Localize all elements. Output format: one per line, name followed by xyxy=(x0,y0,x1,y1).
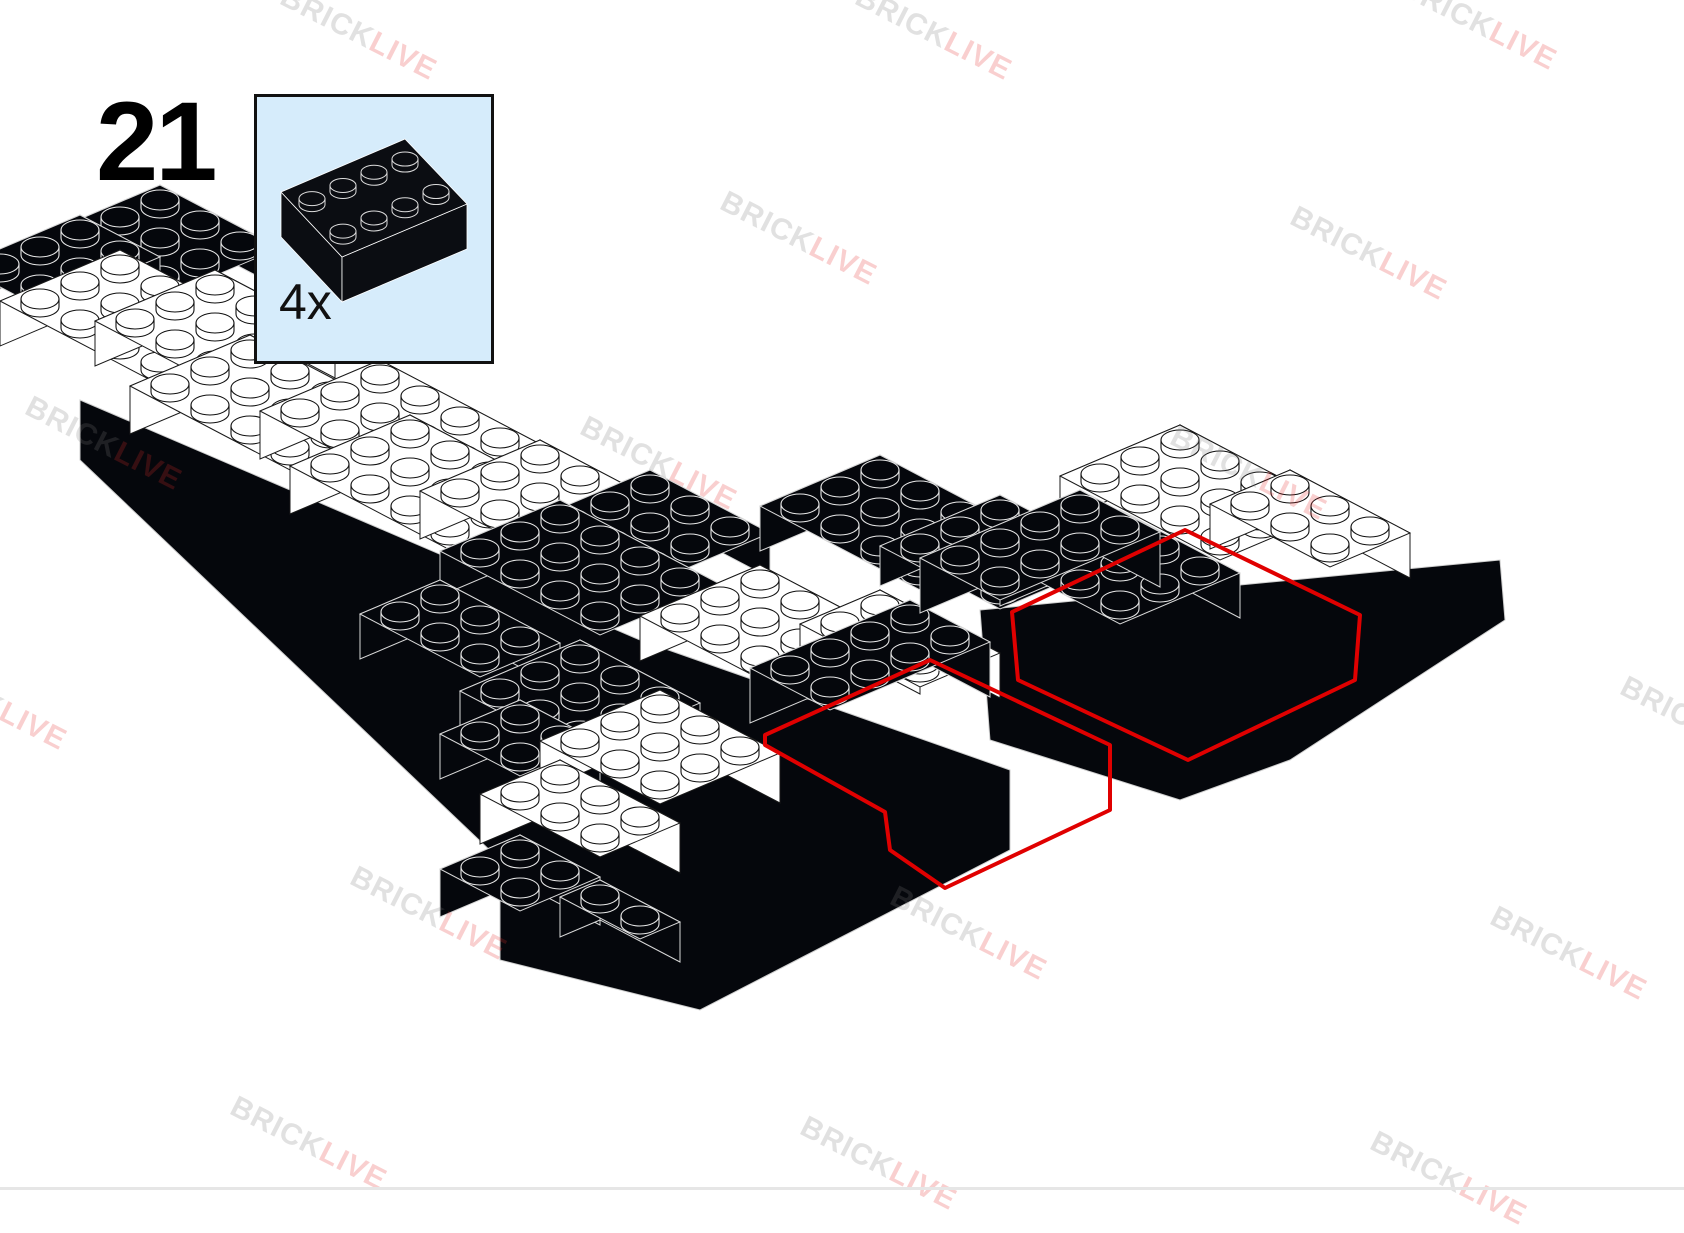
brick-2x4-icon xyxy=(280,138,468,304)
model-assembly-illustration xyxy=(0,184,1506,1011)
part-quantity: 4x xyxy=(279,274,332,330)
bottom-rule xyxy=(0,1187,1684,1190)
new-parts-highlight xyxy=(748,489,1362,890)
parts-callout: 4x xyxy=(254,94,494,364)
model-bricks xyxy=(0,184,1506,1011)
step-number: 21 xyxy=(96,79,218,204)
